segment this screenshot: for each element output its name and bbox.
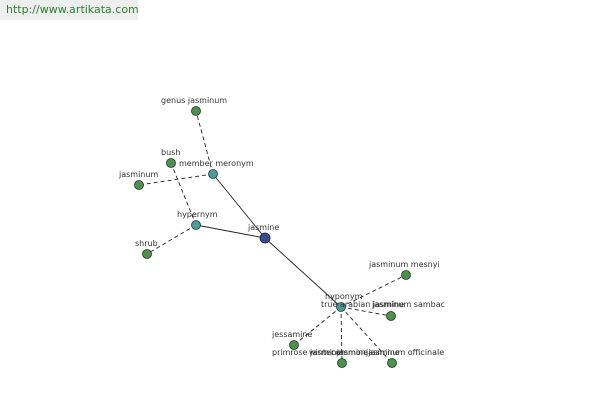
label-member-meronym: member meronym [179,159,254,168]
edge-hyponym-jessamine [293,306,342,346]
label-primrose-jasmine: primrose jasmine [272,348,341,357]
edge-hyponym-jasminum-sambac [340,306,392,317]
label-jasminum-officinale: jasminum officinale [365,348,444,357]
label-true-arabian-jasmine: true arabian jasmine [321,300,404,309]
node-bush[interactable] [166,158,176,168]
label-jasminum-mesnyi: jasminum mesnyi [368,260,440,269]
node-member-meronym[interactable] [208,169,218,179]
node-jessamine[interactable] [289,340,299,350]
edge-member-meronym-genus-jasminum [195,110,214,175]
label-center-jasmine: jasmine [247,223,279,232]
label-jasminum-sambac: jasminum sambac [371,300,445,309]
label-jessamine: jessamine [271,330,312,339]
label-jasminum: jasminum [118,170,158,179]
label-hypernym: hypernym [177,210,218,219]
node-jasminum-sambac[interactable] [386,311,396,321]
edge-hyponym-jasminum-mesnyi [340,274,407,308]
edge-hyponym-winter-jasmine [340,306,343,364]
edge-hypernym-shrub [146,224,197,255]
node-jasminum-officinale[interactable] [387,358,397,368]
label-genus-jasminum: genus jasminum [161,96,227,105]
node-hyponym[interactable] [336,302,346,312]
node-hypernym[interactable] [191,220,201,230]
source-link[interactable]: http://www.artikata.com [0,0,139,20]
label-bush: bush [161,148,180,157]
node-jasminum[interactable] [134,180,144,190]
edge-jasmine-hyponym [264,237,342,308]
label-common-jasmine: common jasmine [331,348,400,357]
node-genus-jasminum[interactable] [191,106,201,116]
node-shrub[interactable] [142,249,152,259]
label-shrub: shrub [135,239,158,248]
label-hyponym: hyponym [325,292,363,301]
edge-hyponym-jasminum-officinale [340,306,393,364]
node-center-jasmine[interactable] [259,232,271,244]
node-jasminum-mesnyi[interactable] [401,270,411,280]
label-winter-jasmine: winter jasmine [309,348,368,357]
node-winter-jasmine[interactable] [337,358,347,368]
edge-jasmine-member-meronym [212,173,266,239]
edge-jasmine-hypernym [195,224,266,239]
edge-member-meronym-jasminum [138,173,214,186]
